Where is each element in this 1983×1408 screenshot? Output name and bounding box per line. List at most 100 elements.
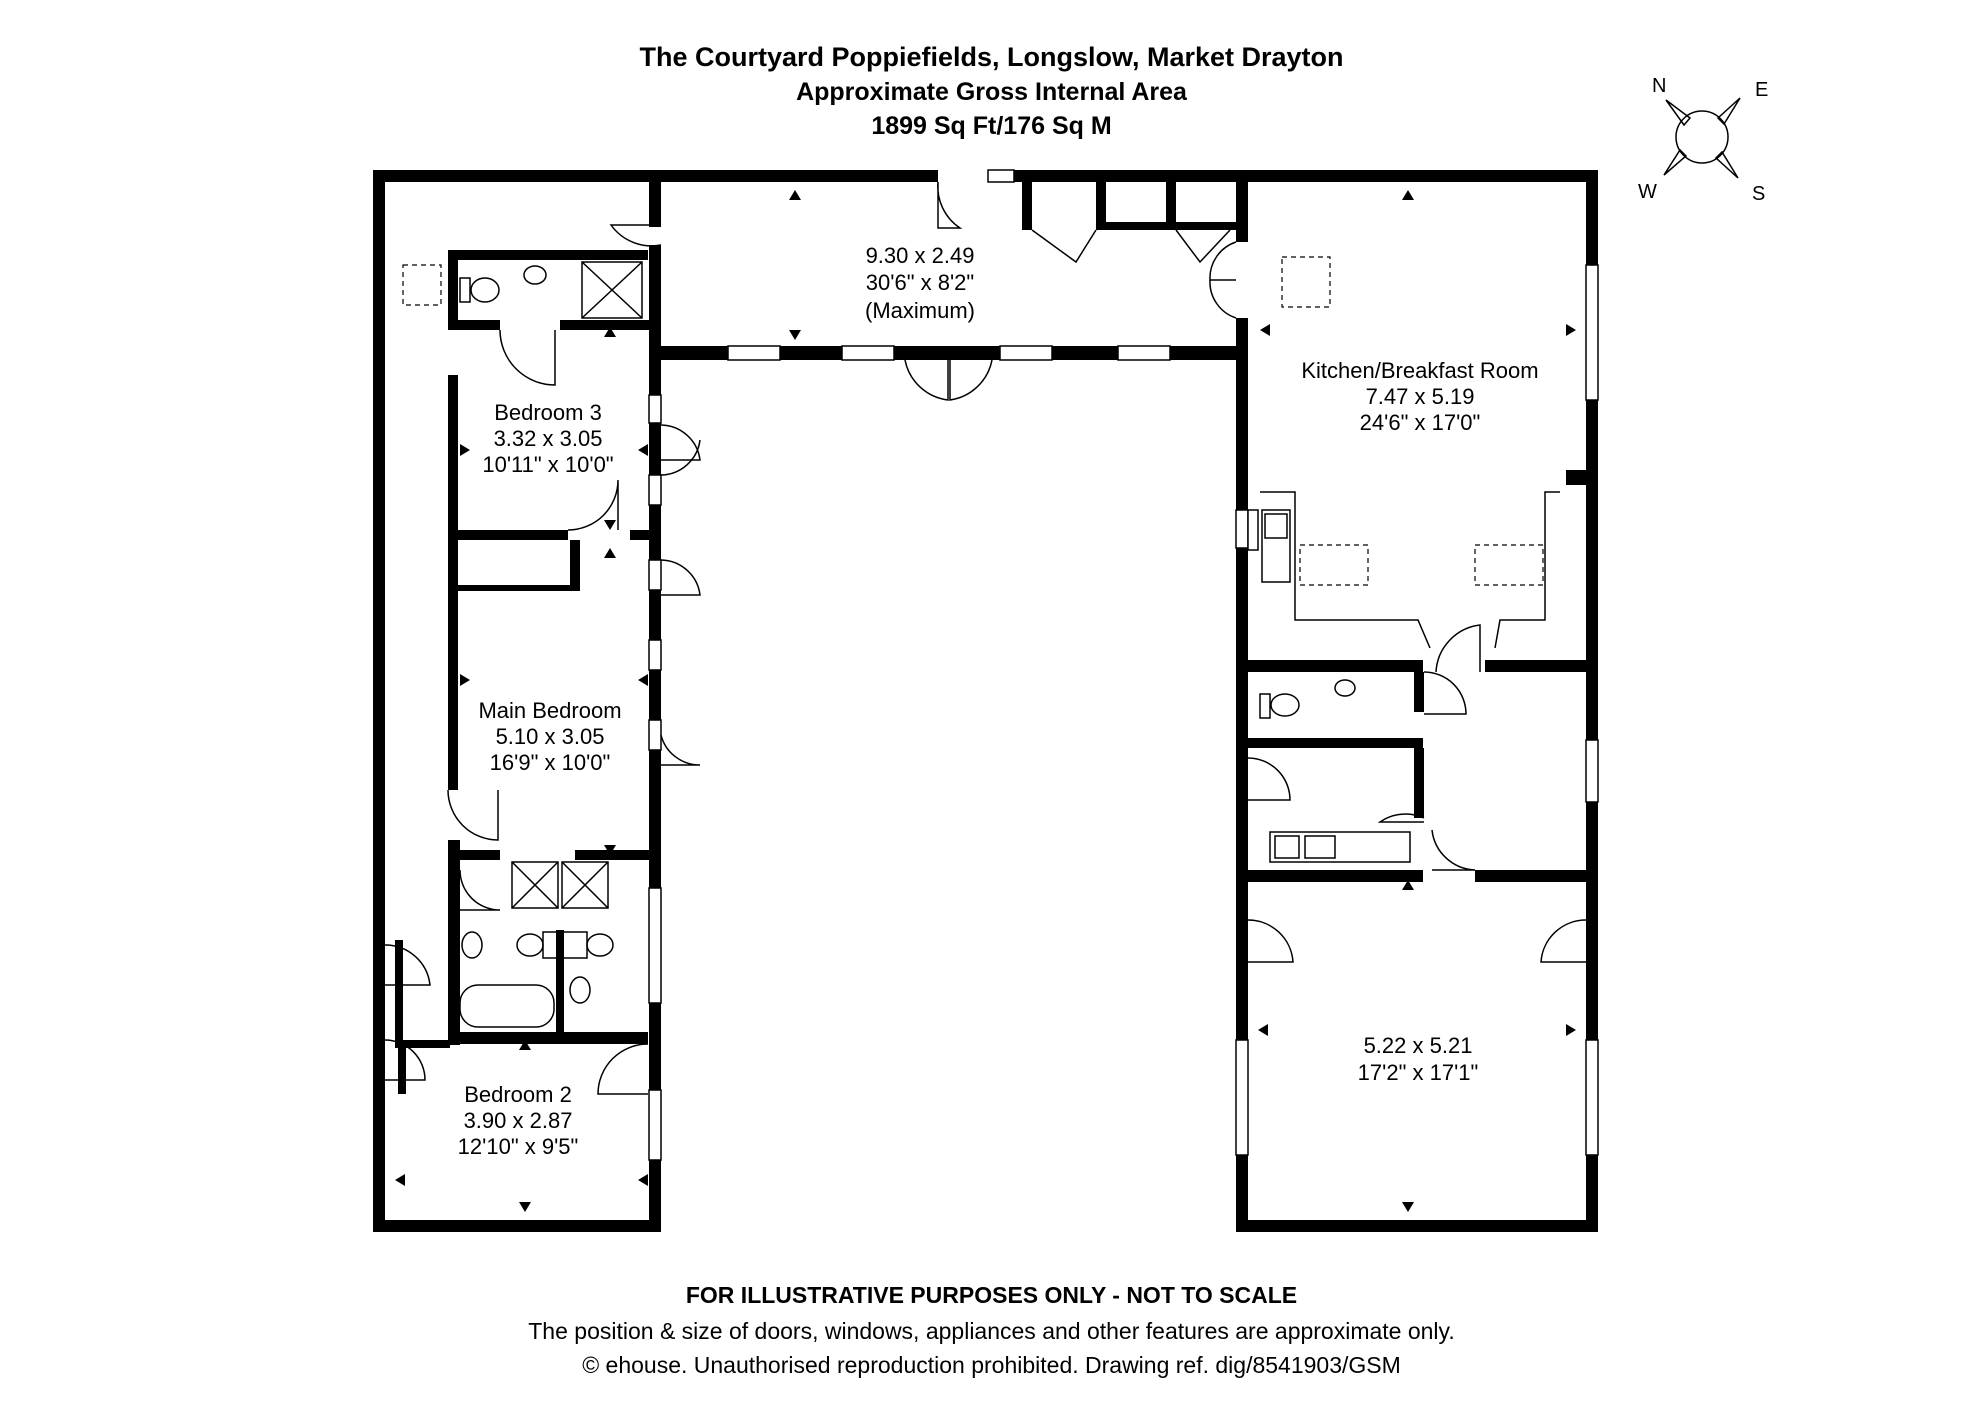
hallway-dimensions-note: (Maximum) xyxy=(865,298,975,323)
ensuite-wall xyxy=(448,840,460,1045)
vanity-unit xyxy=(542,931,588,959)
hallway-dimensions-metric: 9.30 x 2.49 xyxy=(866,243,975,268)
toilet-cistern xyxy=(1259,693,1271,719)
bedroom2-wall xyxy=(398,1044,406,1094)
wall-left-outer xyxy=(373,170,385,1232)
bedroom3-imperial: 10'11" x 10'0" xyxy=(482,452,613,477)
bedroom2-metric: 3.90 x 2.87 xyxy=(464,1108,573,1133)
utility-sink xyxy=(1274,835,1300,859)
window xyxy=(648,474,662,506)
wall-kitchen-bottom xyxy=(1485,660,1586,672)
plan-subtitle: Approximate Gross Internal Area xyxy=(796,78,1187,106)
bedroom3-wall xyxy=(630,530,650,540)
basin xyxy=(586,933,614,957)
front-door xyxy=(937,181,963,229)
side-door xyxy=(384,1039,426,1081)
bedroom3-metric: 3.32 x 3.05 xyxy=(494,426,603,451)
main-bedroom-metric: 5.10 x 3.05 xyxy=(496,724,605,749)
wall-top-right xyxy=(1008,170,1598,182)
window xyxy=(841,345,895,361)
main-bedroom-imperial: 16'9" x 10'0" xyxy=(490,750,611,775)
cupboard-wall xyxy=(1176,222,1244,230)
loft-hatch xyxy=(402,264,442,306)
toilet xyxy=(1270,693,1300,717)
wall-top-left xyxy=(373,170,938,182)
wc-wall xyxy=(560,320,650,330)
window xyxy=(648,887,662,1004)
wall-hall-left xyxy=(649,182,661,227)
utility-door xyxy=(1247,757,1291,801)
wc-right-wall xyxy=(1414,672,1424,712)
bedroom2-door xyxy=(597,1043,649,1095)
approximation-note: The position & size of doors, windows, a… xyxy=(528,1318,1455,1344)
window xyxy=(1585,739,1599,803)
window xyxy=(1235,509,1249,549)
toilet xyxy=(470,277,500,303)
wall-right-wing-inner xyxy=(1236,358,1248,1232)
window xyxy=(1117,345,1171,361)
window xyxy=(987,169,1015,183)
main-bedroom-door xyxy=(660,559,701,596)
kitchen-metric: 7.47 x 5.19 xyxy=(1366,384,1475,409)
worktop xyxy=(1269,831,1411,863)
wall-kitchen-left xyxy=(1236,182,1248,242)
wall-bottom-right xyxy=(1236,1220,1598,1232)
cupboard-wall xyxy=(1022,182,1032,230)
garden-room-imperial: 17'2" x 17'1" xyxy=(1358,1060,1479,1085)
wall-kitchen-bottom xyxy=(1248,660,1423,672)
kitchen-name: Kitchen/Breakfast Room xyxy=(1301,358,1538,383)
side-passage-wall xyxy=(395,1040,450,1048)
shower-diagonal xyxy=(581,261,643,319)
kitchen-sink xyxy=(1261,509,1291,583)
shower-tray xyxy=(561,861,609,909)
utility-wall xyxy=(1414,748,1424,818)
kitchen-door xyxy=(1435,624,1481,673)
wall-kitchen-left-2 xyxy=(1236,318,1248,360)
basin xyxy=(1334,679,1356,697)
window xyxy=(648,559,662,591)
bedroom3-door xyxy=(567,479,619,531)
plan-title: The Courtyard Poppiefields, Longslow, Ma… xyxy=(639,42,1344,72)
loft-hatch xyxy=(1281,256,1331,308)
cupboard-wall xyxy=(1096,222,1176,230)
toilet-cistern xyxy=(459,277,471,303)
garden-room-door xyxy=(1247,919,1294,963)
main-bedroom-door xyxy=(447,789,499,841)
side-door xyxy=(384,944,431,986)
bath xyxy=(459,984,555,1028)
bedroom3-wall xyxy=(448,375,458,535)
hallway-dimensions-imperial: 30'6" x 8'2" xyxy=(866,270,974,295)
kitchen-imperial: 24'6" x 17'0" xyxy=(1360,410,1481,435)
sink-bowl xyxy=(1264,513,1288,539)
toilet xyxy=(569,976,591,1004)
bedroom3-wall xyxy=(448,530,568,540)
island-unit xyxy=(1299,544,1369,586)
kitchen-door-lower xyxy=(1209,279,1237,319)
window xyxy=(648,394,662,424)
bedroom3-window-door xyxy=(660,424,701,461)
shower-tray xyxy=(511,861,559,909)
ensuite-door xyxy=(459,869,501,911)
wardrobe-wall xyxy=(448,585,580,591)
hall-door xyxy=(609,224,662,247)
ensuite-wall xyxy=(448,1032,648,1044)
bedroom3-window-door xyxy=(660,439,701,476)
garden-room-door xyxy=(1540,919,1587,963)
wardrobe-wall xyxy=(570,540,580,590)
bedroom2-name: Bedroom 2 xyxy=(464,1082,572,1107)
copyright-note: © ehouse. Unauthorised reproduction proh… xyxy=(582,1352,1401,1378)
compass-n: N xyxy=(1652,75,1666,97)
utility-drainer xyxy=(1304,835,1336,859)
window xyxy=(648,719,662,751)
wc-door xyxy=(499,329,556,386)
wc-wall xyxy=(448,250,458,330)
shower-diagonal xyxy=(561,861,609,909)
cupboard-wall xyxy=(1096,182,1106,230)
window xyxy=(648,1089,662,1161)
window xyxy=(727,345,781,361)
main-bedroom-door xyxy=(660,734,701,766)
main-bedroom-name: Main Bedroom xyxy=(478,698,621,723)
disclaimer: FOR ILLUSTRATIVE PURPOSES ONLY - NOT TO … xyxy=(685,1282,1298,1308)
ensuite-wall xyxy=(556,930,564,1032)
courtyard-door-left xyxy=(904,359,949,401)
